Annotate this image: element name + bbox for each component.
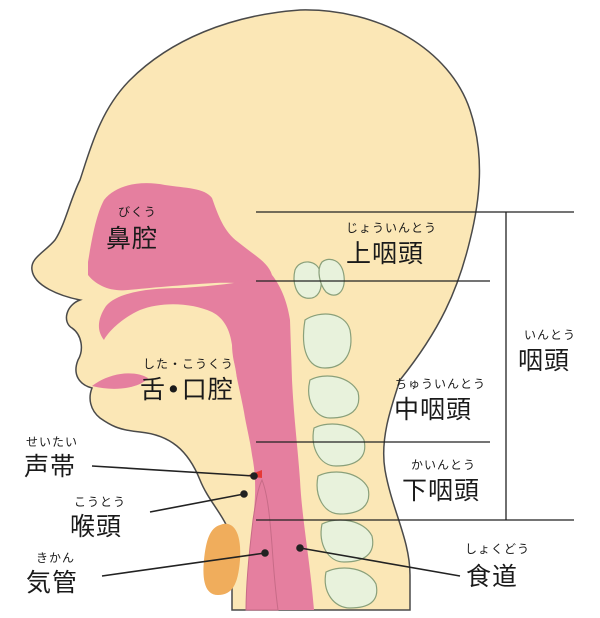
lower-ruby: かいんとう bbox=[411, 458, 477, 472]
esophagus-dot bbox=[296, 544, 304, 552]
larynx-label: 喉頭 bbox=[70, 512, 123, 541]
cervical-spine bbox=[293, 258, 378, 609]
middle-ruby: ちゅういんとう bbox=[395, 377, 487, 391]
esophagus-label: 食道 bbox=[466, 562, 519, 591]
nasal-ruby: びくう bbox=[118, 205, 157, 219]
nasal-cavity bbox=[88, 183, 272, 291]
vocal-leader bbox=[91, 465, 255, 477]
trachea-dot bbox=[261, 549, 269, 557]
trachea-label: 気管 bbox=[26, 568, 79, 597]
oral-ruby: した・こうくう bbox=[143, 357, 234, 371]
larynx-leader bbox=[149, 493, 245, 513]
vocal-ruby: せいたい bbox=[26, 435, 79, 449]
pharynx-label: 咽頭 bbox=[518, 346, 571, 375]
level-lines bbox=[256, 211, 574, 521]
tongue bbox=[105, 319, 238, 427]
trachea-leader bbox=[101, 552, 266, 577]
pharynx-ruby: いんとう bbox=[524, 328, 577, 342]
lower-label: 下咽頭 bbox=[402, 476, 481, 505]
trachea bbox=[245, 478, 279, 611]
vocal-dot bbox=[250, 472, 258, 480]
lower-lip bbox=[92, 373, 148, 389]
trachea-ruby: きかん bbox=[36, 551, 76, 565]
esophagus-ruby: しょくどう bbox=[465, 542, 531, 556]
upper-ruby: じょういんとう bbox=[346, 221, 438, 235]
upper-label: 上咽頭 bbox=[346, 239, 425, 268]
larynx-dot bbox=[240, 490, 248, 498]
oral-label: 舌•口腔 bbox=[140, 375, 234, 404]
middle-label: 中咽頭 bbox=[394, 395, 473, 424]
leader-lines bbox=[91, 465, 461, 577]
nasal-label: 鼻腔 bbox=[106, 224, 159, 253]
esophagus-leader bbox=[299, 547, 461, 577]
larynx-ruby: こうとう bbox=[74, 495, 127, 509]
vocal-label: 声帯 bbox=[24, 452, 77, 481]
